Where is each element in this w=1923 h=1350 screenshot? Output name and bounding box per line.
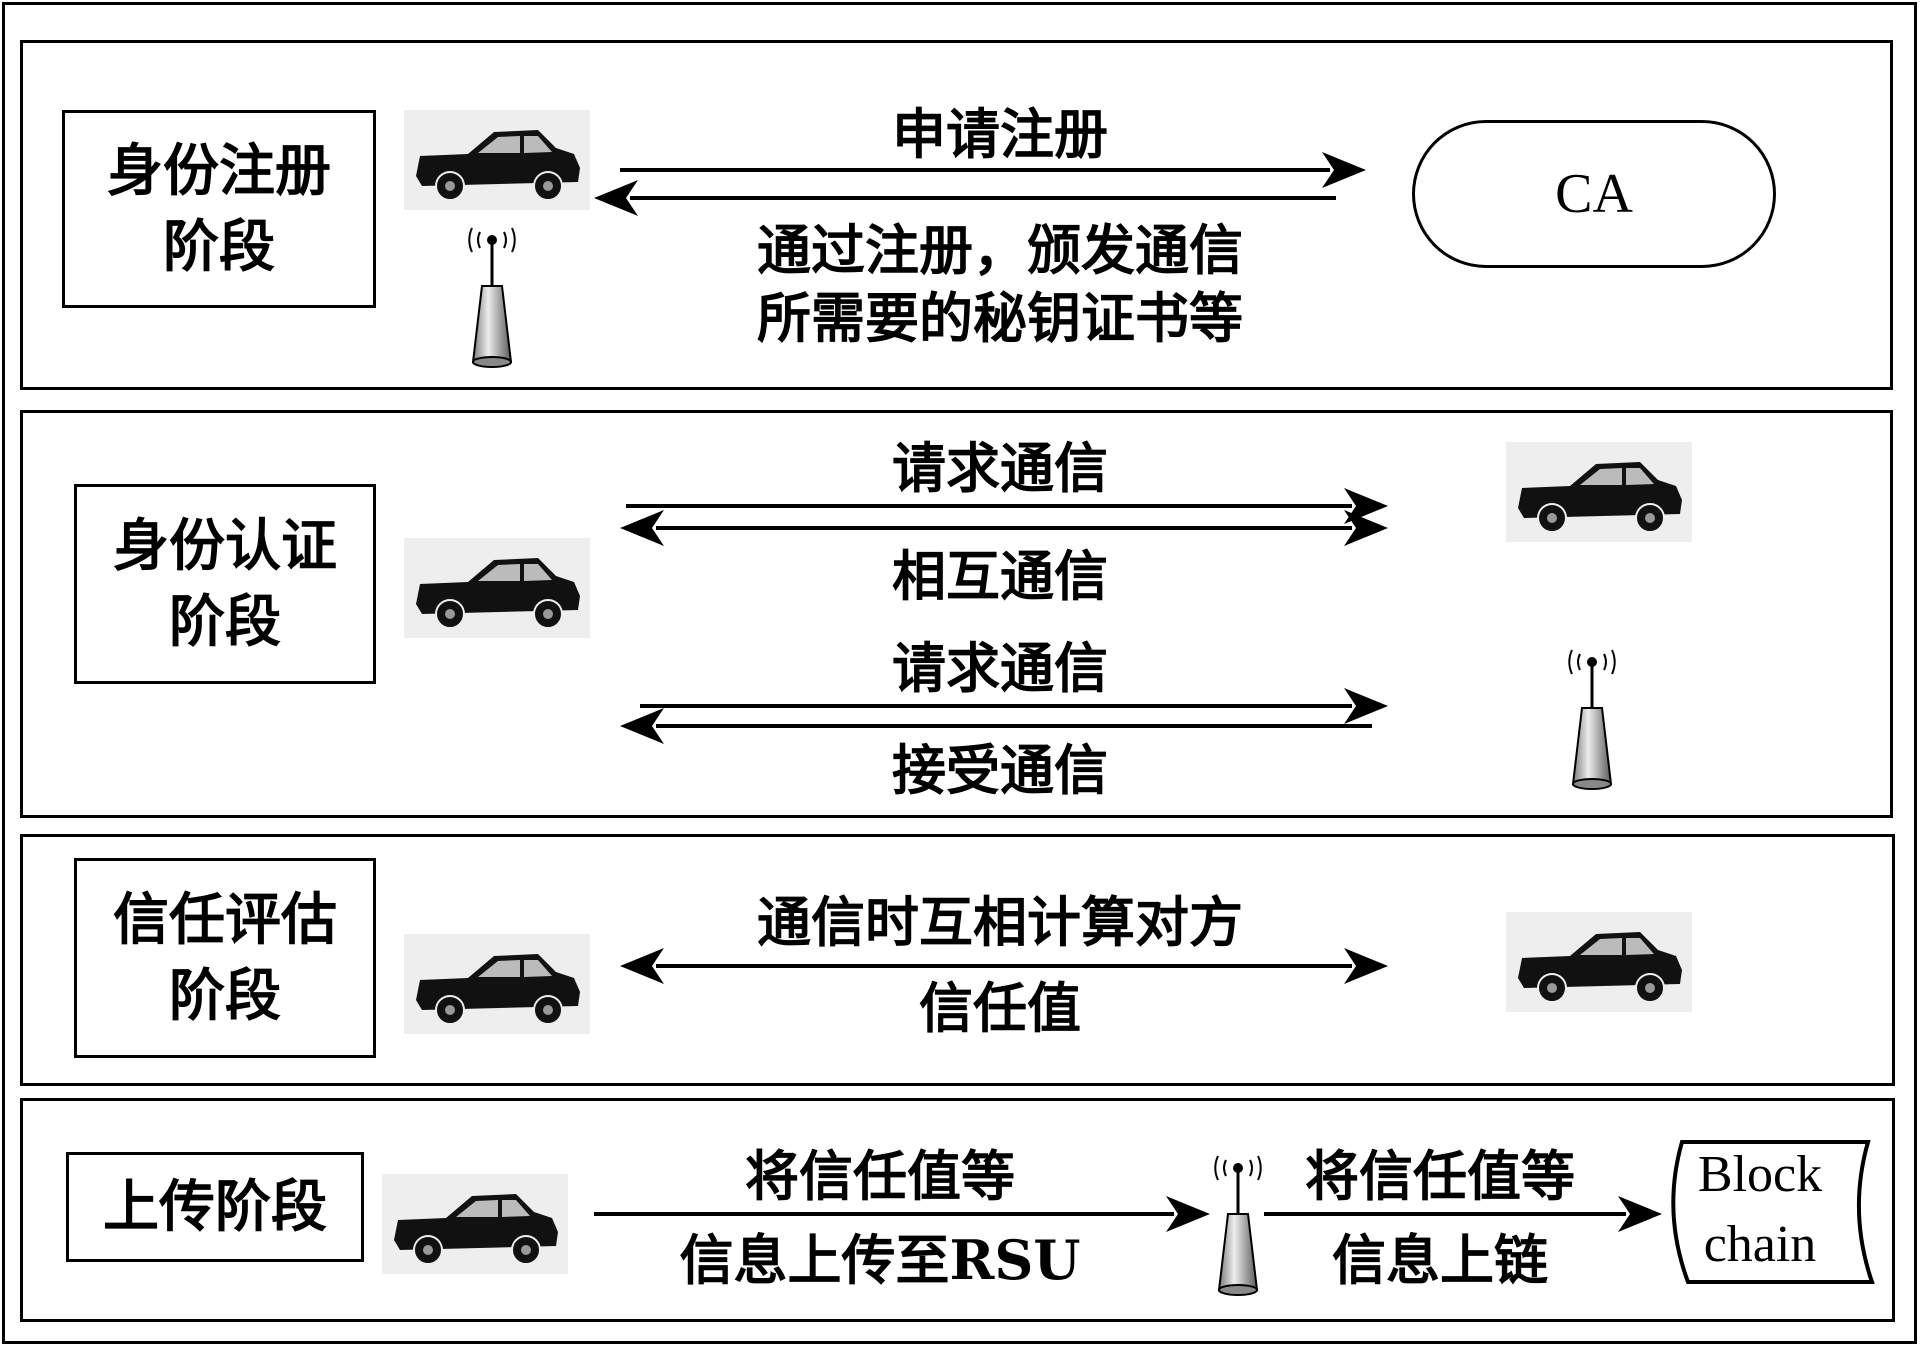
car-icon <box>1505 911 1693 1013</box>
car-icon <box>403 933 591 1035</box>
message-apply-registration: 申请注册 <box>892 102 1108 166</box>
arrow-request-communication-vehicle <box>626 488 1388 524</box>
car-icon <box>403 537 591 639</box>
arrow-mutual-communication <box>620 510 1388 546</box>
stage-label-line: 身份认证 <box>113 513 337 579</box>
arrow-registration-response <box>594 180 1336 216</box>
stage-panel-registration <box>20 40 1893 390</box>
stage-label-authentication: 身份认证 阶段 <box>74 484 376 684</box>
arrow-mutual-trust <box>620 948 1388 984</box>
message-upload-to-chain-line: 信息上链 <box>1332 1228 1548 1292</box>
rsu-antenna-icon <box>467 226 517 369</box>
blockchain-document-icon <box>1671 1140 1875 1284</box>
arrow-request-communication-rsu <box>640 688 1388 724</box>
message-registration-response-line: 所需要的秘钥证书等 <box>757 286 1243 350</box>
message-registration-response-line: 通过注册，颁发通信 <box>757 218 1243 282</box>
ca-label: CA <box>1555 163 1633 225</box>
stage-label-trust-evaluation: 信任评估 阶段 <box>74 858 376 1058</box>
car-icon <box>403 109 591 211</box>
message-upload-to-chain-line: 将信任值等 <box>1305 1144 1575 1208</box>
message-accept-communication: 接受通信 <box>892 738 1108 802</box>
stage-label-line: 信任评估 <box>113 887 337 953</box>
stage-panel-upload <box>20 1098 1895 1322</box>
rsu-antenna-icon <box>1213 1154 1263 1297</box>
message-request-communication-vehicle: 请求通信 <box>892 436 1108 500</box>
message-upload-to-rsu-line: 信息上传至RSU <box>679 1228 1081 1292</box>
stage-panel-trust-evaluation <box>20 834 1895 1086</box>
blockchain-label-line: chain <box>1703 1216 1817 1273</box>
message-trust-computation-line: 信任值 <box>919 976 1081 1040</box>
stage-label-line: 上传阶段 <box>103 1174 327 1240</box>
blockchain-label-line: Block <box>1697 1146 1823 1203</box>
stage-label-line: 身份注册 <box>107 138 331 204</box>
stage-label-upload: 上传阶段 <box>66 1152 364 1262</box>
arrow-apply-registration <box>620 152 1366 188</box>
rsu-antenna-icon <box>1567 648 1617 791</box>
message-mutual-communication: 相互通信 <box>892 544 1108 608</box>
message-trust-computation-line: 通信时互相计算对方 <box>757 890 1243 954</box>
arrow-upload-to-chain <box>1264 1196 1662 1232</box>
message-upload-to-rsu-line: 将信任值等 <box>745 1144 1015 1208</box>
arrow-accept-communication <box>620 708 1372 744</box>
stage-label-line: 阶段 <box>163 214 275 280</box>
stage-panel-authentication <box>20 410 1893 818</box>
stage-label-line: 阶段 <box>169 589 281 655</box>
stage-label-line: 阶段 <box>169 963 281 1029</box>
arrow-upload-to-rsu <box>594 1196 1210 1232</box>
car-icon <box>381 1173 569 1275</box>
stage-label-registration: 身份注册 阶段 <box>62 110 376 308</box>
ca-node: CA <box>1412 120 1776 268</box>
message-request-communication-rsu: 请求通信 <box>892 636 1108 700</box>
blockchain-label: Block chain <box>1660 1140 1860 1280</box>
car-icon <box>1505 441 1693 543</box>
